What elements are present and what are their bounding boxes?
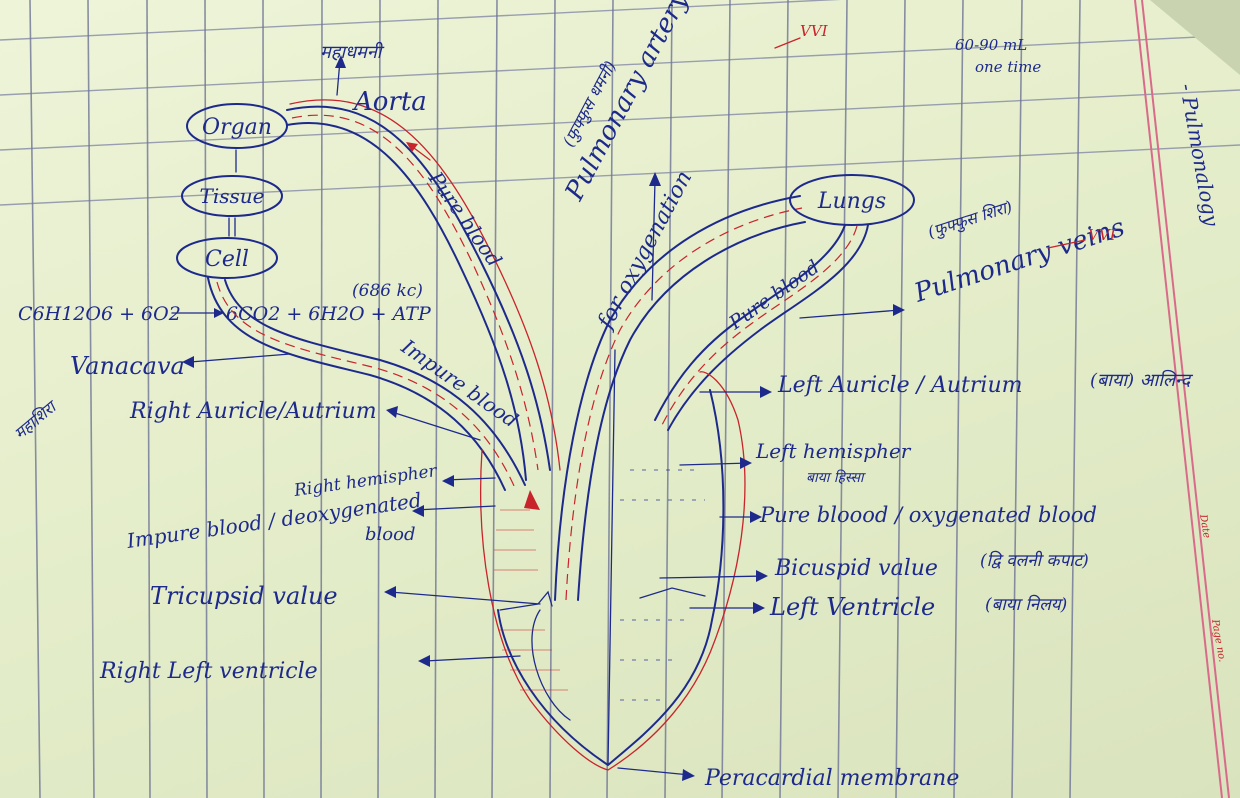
margin-date: Date xyxy=(1197,513,1212,540)
cell-label: Cell xyxy=(205,247,249,272)
vertical-rules xyxy=(29,0,1081,798)
equation-energy: (686 kc) xyxy=(352,281,423,301)
pericardial-label: Peracardial membrane xyxy=(704,766,959,791)
pulmonary-veins-hindi-label: (फुफ्फुस शिरा) xyxy=(925,197,1015,243)
note-time: one time xyxy=(975,58,1041,76)
respiration-equation: C6H12O6 + 6O2 6CO2 + 6H2O + ATP (686 kc) xyxy=(18,281,432,325)
bicuspid-valve-label: Bicuspid value xyxy=(774,556,938,581)
pure-blood-oxygenated-label: Pure bloood / oxygenated blood xyxy=(759,503,1097,527)
left-auricle-hindi-label: (बाया) आलिन्द xyxy=(1090,369,1194,391)
tissue-label: Tissue xyxy=(200,184,265,208)
hierarchy-boxes: Organ Tissue Cell xyxy=(176,103,288,279)
right-auricle-label: Right Auricle/Autrium xyxy=(129,399,377,424)
valve-marks xyxy=(499,587,706,611)
ruled-lines xyxy=(0,0,1240,206)
bicuspid-hindi-label: (द्वि वलनी कपाट) xyxy=(980,550,1089,571)
pulmonary-vein-vessel xyxy=(654,224,869,431)
equation-products: 6CO2 + 6H2O + ATP xyxy=(226,303,432,325)
margin-subject: - Pulmonalogy xyxy=(1175,82,1224,229)
left-hemisphere-label: Left hemispher xyxy=(755,439,912,463)
left-hemisphere-hindi-label: बाया हिस्सा xyxy=(806,469,867,486)
for-oxygenation-label: for oxygenation xyxy=(592,167,697,335)
pulmonary-artery-vessel xyxy=(554,195,806,601)
left-auricle-label: Left Auricle / Autrium xyxy=(777,373,1022,398)
heart-hatching xyxy=(494,509,568,691)
lungs-label: Lungs xyxy=(817,189,886,214)
left-ventricle-label: Left Ventricle xyxy=(769,593,935,621)
tricuspid-valve-label: Tricupsid value xyxy=(150,582,338,610)
heart-outline xyxy=(480,349,746,771)
organ-label: Organ xyxy=(202,115,272,140)
left-ventricle-hindi-label: (बाया निलय) xyxy=(985,594,1067,615)
vvi-1-label: VVI xyxy=(800,22,829,40)
aorta-vessel xyxy=(286,99,561,481)
cell-bubble xyxy=(176,237,278,279)
tissue-bubble xyxy=(181,175,283,217)
note-volume: 60-90 mL xyxy=(955,36,1027,54)
lungs-bubble xyxy=(789,174,915,226)
page-edge xyxy=(1150,0,1240,75)
margin-lines xyxy=(1134,0,1230,798)
right-ventricle-label: Right Left ventricle xyxy=(99,659,318,684)
vvi-2-label: VVI xyxy=(1088,226,1117,244)
vanacava-label: Vanacava xyxy=(70,352,185,380)
heart-dashes xyxy=(620,469,705,701)
equation-reactants: C6H12O6 + 6O2 xyxy=(18,303,181,325)
impure-blood-2-label: blood xyxy=(365,524,415,545)
vena-cava-vessel xyxy=(207,277,526,491)
aorta-hindi-label: महाधमनी xyxy=(320,41,385,63)
aorta-label: Aorta xyxy=(352,87,427,117)
